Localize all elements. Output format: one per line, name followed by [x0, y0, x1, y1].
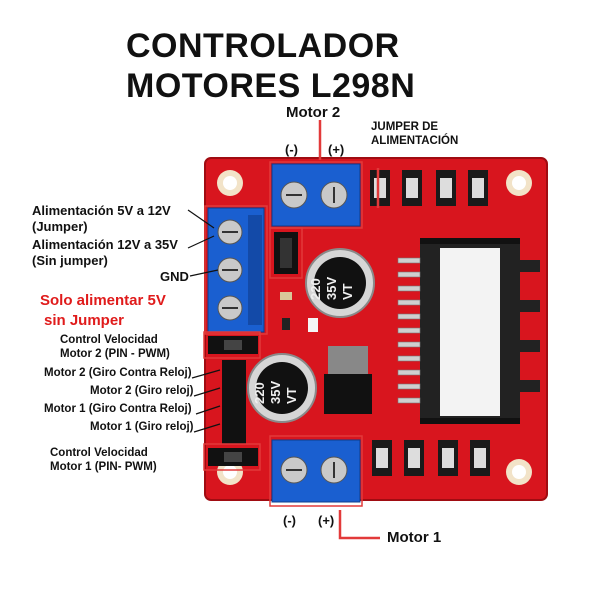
title-line-2: MOTORES L298N: [126, 67, 416, 105]
ctrl-vel-m1-line-1: Control Velocidad: [50, 447, 148, 459]
alim-12-35-line-1: Alimentación 12V a 35V: [32, 237, 178, 252]
title-line-1: CONTROLADOR: [126, 27, 400, 65]
m2-contra-label: Motor 2 (Giro Contra Reloj): [44, 367, 192, 379]
chip-pins: [397, 257, 421, 404]
power-jumper: [274, 232, 298, 274]
leader-lines: [187, 209, 221, 433]
motor1-label: Motor 1: [387, 529, 442, 546]
motor1-minus: (-): [283, 513, 296, 528]
ctrl-vel-m2-line-1: Control Velocidad: [60, 334, 158, 346]
svg-text:220: 220: [308, 278, 323, 300]
motor-pointers: [318, 120, 380, 540]
jumper-alim-line-1: JUMPER DE: [371, 121, 439, 133]
svg-text:VT: VT: [340, 283, 355, 300]
motor2-label: Motor 2: [286, 104, 341, 121]
svg-text:35V: 35V: [324, 277, 339, 300]
m1-giro-label: Motor 1 (Giro reloj): [90, 421, 194, 433]
gnd-label: GND: [160, 269, 189, 284]
motor2-plus: (+): [328, 142, 345, 157]
motor1-plus: (+): [318, 513, 335, 528]
svg-text:220: 220: [252, 382, 267, 404]
ctrl-vel-m2-line-2: Motor 2 (PIN - PWM): [60, 348, 170, 360]
pin-header: [208, 336, 258, 466]
capacitor-bottom: 220 35V VT: [247, 353, 317, 423]
solo-5v-line-2: sin Jumper: [44, 312, 125, 329]
alim-5-12-line-2: (Jumper): [32, 219, 88, 234]
alim-12-35-line-2: (Sin jumper): [32, 253, 108, 268]
alim-5-12-line-1: Alimentación 5V a 12V: [32, 203, 171, 218]
heatsink: [420, 238, 540, 424]
solo-5v-line-1: Solo alimentar 5V: [40, 292, 166, 309]
svg-text:VT: VT: [284, 387, 299, 404]
capacitor-top: 220 35V VT: [305, 248, 375, 318]
motor2-minus: (-): [285, 142, 298, 157]
ctrl-vel-m1-line-2: Motor 1 (PIN- PWM): [50, 461, 157, 473]
jumper-alim-line-2: ALIMENTACIÓN: [371, 135, 459, 147]
m2-giro-label: Motor 2 (Giro reloj): [90, 385, 194, 397]
svg-text:35V: 35V: [268, 381, 283, 404]
voltage-regulator: [324, 346, 372, 414]
motor1-terminal: [271, 439, 361, 503]
diodes-bottom: [372, 440, 490, 476]
m1-contra-label: Motor 1 (Giro Contra Reloj): [44, 403, 192, 415]
motor2-terminal: [271, 163, 361, 227]
